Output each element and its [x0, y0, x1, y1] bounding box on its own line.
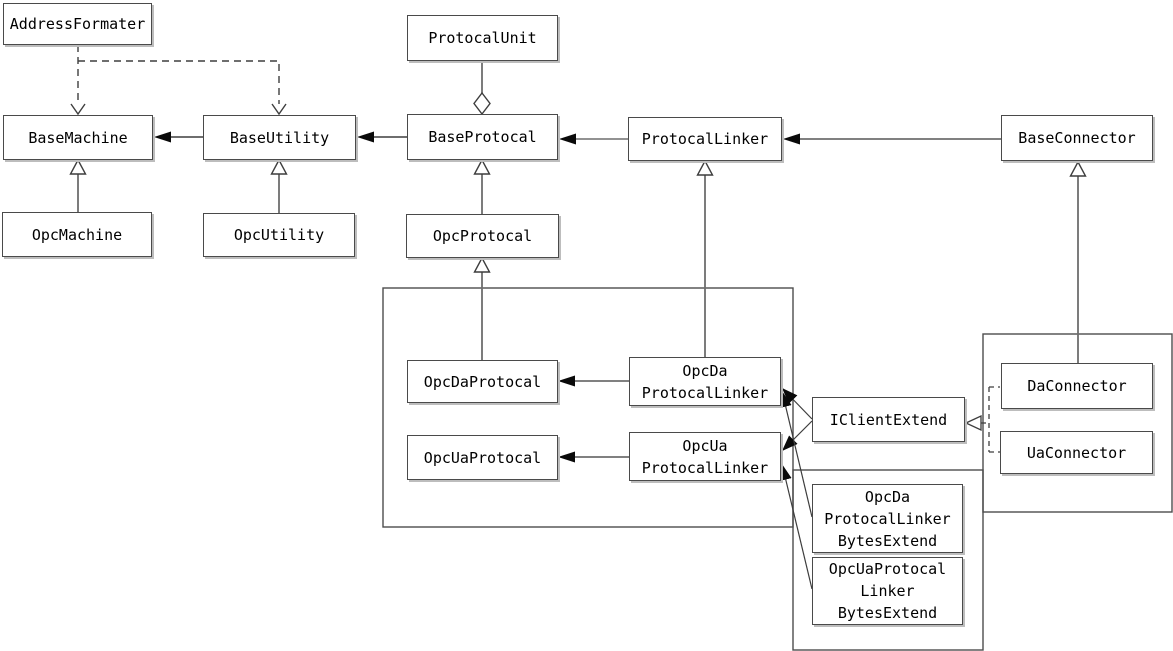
- inheritance-opcmachine-basemachine: [69, 158, 87, 212]
- class-addressformater: AddressFormater: [3, 3, 152, 45]
- inheritance-opcdaprotocal-opcprotocal: [473, 256, 491, 360]
- association-baseutility-basemachine: [154, 131, 203, 143]
- realization-connectors-iclientextend: [964, 386, 1000, 453]
- association-iclientextend-opcdalinker: [781, 387, 813, 420]
- dependency-addressformater-basemachine: [70, 45, 86, 116]
- class-opcuaprotocal: OpcUaProtocal: [407, 435, 558, 480]
- dependency-addressformater-baseutility: [78, 60, 287, 116]
- inheritance-opcutility-baseutility: [270, 158, 288, 213]
- association-baseprotocal-baseutility: [357, 131, 407, 143]
- class-opcuaprotocal-linker-bytesextend: OpcUaProtocal Linker BytesExtend: [812, 557, 963, 625]
- class-opcda-protocallinker: OpcDa ProtocalLinker: [629, 357, 781, 406]
- association-opcuabytesextend-opcualinker: [779, 463, 813, 590]
- class-basemachine: BaseMachine: [3, 115, 153, 160]
- class-opcprotocal: OpcProtocal: [406, 214, 559, 258]
- aggregation-protocalunit-baseprotocal: [473, 61, 491, 116]
- inheritance-opcdalinker-protocallinker: [696, 159, 714, 357]
- class-opcdaprotocal: OpcDaProtocal: [407, 360, 558, 403]
- association-opcdabytesextend-opcdalinker: [779, 390, 813, 518]
- class-opcua-protocallinker: OpcUa ProtocalLinker: [629, 432, 781, 481]
- class-protocalunit: ProtocalUnit: [407, 15, 558, 61]
- inheritance-opcprotocal-baseprotocal: [473, 158, 491, 214]
- class-opcmachine: OpcMachine: [2, 212, 152, 257]
- association-opcualinker-opcuaprotocal: [558, 451, 629, 463]
- class-baseutility: BaseUtility: [203, 115, 356, 160]
- class-protocallinker: ProtocalLinker: [628, 117, 782, 161]
- class-opcutility: OpcUtility: [203, 213, 355, 257]
- class-baseconnector: BaseConnector: [1001, 115, 1153, 161]
- class-opcda-protocallinker-bytesextend: OpcDa ProtocalLinker BytesExtend: [812, 484, 963, 553]
- container-opc-protocal-group: [382, 287, 794, 528]
- association-baseconnector-protocallinker: [783, 133, 1001, 145]
- class-iclientextend: IClientExtend: [812, 397, 965, 442]
- container-bytes-extend-group: [792, 469, 984, 651]
- association-opcdalinker-opcdaprotocal: [558, 375, 629, 387]
- association-iclientextend-opcualinker: [781, 420, 813, 452]
- class-uaconnector: UaConnector: [1000, 431, 1153, 474]
- association-protocallinker-baseprotocal: [559, 133, 628, 145]
- class-baseprotocal: BaseProtocal: [407, 114, 558, 160]
- class-daconnector: DaConnector: [1001, 363, 1153, 409]
- inheritance-daconnector-baseconnector: [1069, 160, 1087, 363]
